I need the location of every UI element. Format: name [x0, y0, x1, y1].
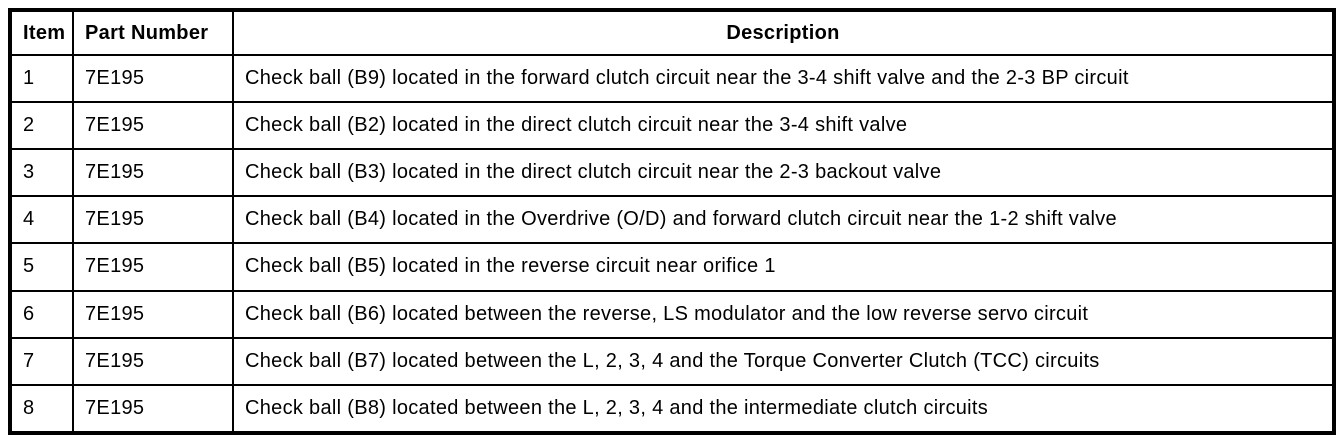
- description-cell: Check ball (B9) located in the forward c…: [232, 53, 1335, 104]
- description-cell: Check ball (B7) located between the L, 2…: [232, 336, 1335, 386]
- header-item: Item: [9, 9, 74, 56]
- description-cell: Check ball (B2) located in the direct cl…: [232, 101, 1335, 151]
- part-number-cell: 7E195: [72, 148, 234, 198]
- item-cell: 7: [9, 336, 74, 386]
- part-number-cell: 7E195: [72, 195, 234, 245]
- header-row: Item Part Number Description: [9, 9, 1335, 56]
- part-number-cell: 7E195: [72, 242, 234, 292]
- item-cell: 3: [9, 148, 74, 198]
- item-cell: 2: [9, 101, 74, 151]
- item-cell: 1: [9, 53, 74, 104]
- part-number-cell: 7E195: [72, 53, 234, 104]
- description-cell: Check ball (B3) located in the direct cl…: [232, 148, 1335, 198]
- part-number-cell: 7E195: [72, 336, 234, 386]
- description-cell: Check ball (B6) located between the reve…: [232, 289, 1335, 339]
- item-cell: 5: [9, 242, 74, 292]
- part-number-cell: 7E195: [72, 101, 234, 151]
- item-cell: 6: [9, 289, 74, 339]
- header-part-number: Part Number: [72, 9, 234, 56]
- item-cell: 8: [9, 383, 74, 435]
- description-cell: Check ball (B8) located between the L, 2…: [232, 383, 1335, 435]
- description-cell: Check ball (B4) located in the Overdrive…: [232, 195, 1335, 245]
- part-number-cell: 7E195: [72, 383, 234, 435]
- description-cell: Check ball (B5) located in the reverse c…: [232, 242, 1335, 292]
- header-description: Description: [232, 9, 1335, 56]
- part-number-cell: 7E195: [72, 289, 234, 339]
- item-cell: 4: [9, 195, 74, 245]
